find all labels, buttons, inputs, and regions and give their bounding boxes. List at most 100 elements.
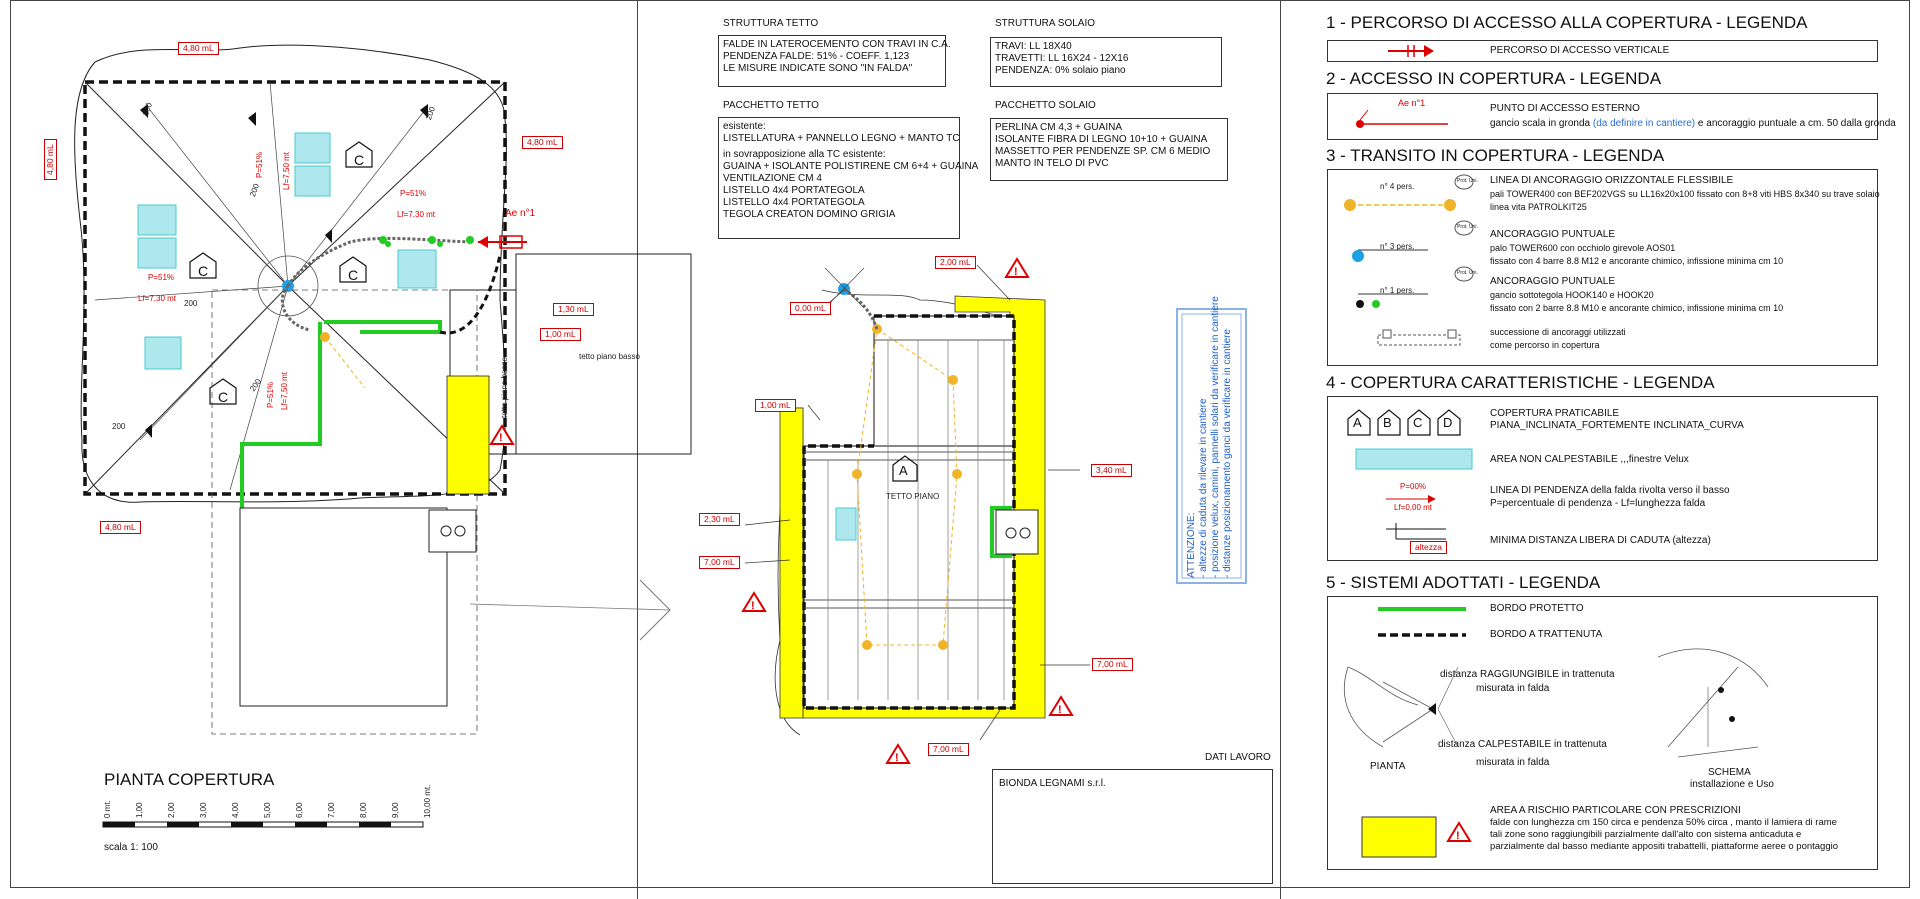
slope-lf-2: Lf=7,30 mt — [397, 210, 436, 219]
pacchetto-tetto-line: LISTELLO 4x4 PORTATEGOLA — [723, 197, 865, 208]
company-name: BIONDA LEGNAMI s.r.l. — [999, 778, 1106, 789]
legend-3-item3-l2: gancio sottotegola HOOK140 e HOOK20 — [1490, 290, 1654, 300]
struttura-tetto-line: LE MISURE INDICATE SONO "IN FALDA" — [723, 63, 913, 74]
legend-5-bordo-trattenuta: BORDO A TRATTENUTA — [1490, 629, 1603, 640]
struttura-tetto-line: FALDE IN LATEROCEMENTO CON TRAVI IN C.A. — [723, 39, 951, 50]
pacchetto-tetto-line: GUAINA + ISOLANTE POLISTIRENE CM 6+4 + G… — [723, 161, 979, 172]
legend-3-item2-l1: ANCORAGGIO PUNTUALE — [1490, 229, 1616, 240]
legend-5-d2b: misurata in falda — [1476, 757, 1550, 768]
legend-4-l2: PIANA_INCLINATA_FORTEMENTE INCLINATA_CUR… — [1490, 420, 1744, 431]
pacchetto-tetto-title: PACCHETTO TETTO — [723, 100, 819, 111]
legend-5-risk4: parzialmente dal basso mediante appositi… — [1490, 841, 1839, 852]
mid-dim-700-right: 7,00 mL — [1092, 658, 1133, 671]
legend-5-symbols: ! — [1343, 607, 1769, 858]
roof-type-b: B — [1383, 415, 1392, 430]
mid-dim-700-bottom: 7,00 mL — [928, 743, 969, 756]
roof-letter-a: A — [899, 463, 908, 478]
legend-3-symbols — [1344, 199, 1461, 346]
access-point-icon — [1356, 109, 1448, 128]
legend-2-title: 2 - ACCESSO IN COPERTURA - LEGENDA — [1326, 69, 1662, 88]
legend-1-text: PERCORSO DI ACCESSO VERTICALE — [1490, 45, 1670, 56]
struttura-solaio-line: TRAVETTI: LL 16X24 - 12X16 — [995, 53, 1129, 64]
pacchetto-solaio-box: PERLINA CM 4,3 + GUAINA ISOLANTE FIBRA D… — [990, 118, 1228, 181]
legend-5-title: 5 - SISTEMI ADOTTATI - LEGENDA — [1326, 573, 1601, 592]
legend-5-schema: SCHEMA — [1708, 767, 1751, 778]
struttura-solaio-line: PENDENZA: 0% solaio piano — [995, 65, 1126, 76]
legend-4-symbols — [1347, 409, 1473, 540]
legend-3-badge-1: Prot. Uni. — [1457, 178, 1478, 184]
legend-2-line2a: gancio scala in gronda — [1490, 118, 1591, 129]
legend-3-item4-l1: successione di ancoraggi utilizzati — [1490, 327, 1626, 337]
roof-type-d: D — [1443, 415, 1453, 430]
attenzione-note: ATTENZIONE: - altezze di caduta da rilev… — [1186, 296, 1234, 578]
dim-bottom: 4,80 mL — [100, 521, 141, 534]
legend-5-box: ! BORDO PROTETTO BORDO A TRATTENUTA dist… — [1327, 596, 1878, 870]
legend-4-l1: COPERTURA PRATICABILE — [1490, 408, 1620, 419]
svg-text:!: ! — [499, 432, 503, 444]
dim-100: 1,00 mL — [540, 328, 581, 341]
legend-5-pianta: PIANTA — [1370, 761, 1406, 772]
struttura-solaio-title: STRUTTURA SOLAIO — [995, 18, 1096, 29]
legend-2-line1: PUNTO DI ACCESSO ESTERNO — [1490, 103, 1640, 114]
legend-3-item2-l3: fissato con 4 barre 8.8 M12 e ancorante … — [1490, 256, 1784, 266]
mid-dim-700-left: 7,00 mL — [699, 556, 740, 569]
separator-right — [1280, 0, 1281, 899]
mid-dim-340: 3,40 mL — [1091, 464, 1132, 477]
attenzione-line: ATTENZIONE: — [1186, 512, 1197, 578]
legend-3-item1-l3: linea vita PATROLKIT25 — [1490, 202, 1587, 212]
legend-4-velux: AREA NON CALPESTABILE ,,,finestre Velux — [1490, 454, 1689, 465]
measure-200-f: 200 — [184, 299, 198, 308]
legend-3-count-2: n° 3 pers. — [1380, 242, 1415, 251]
legend-2-line2: gancio scala in gronda (da definire in c… — [1490, 118, 1896, 130]
attenzione-line: - posizione velux, camini, pannelli sola… — [1210, 296, 1221, 578]
legend-3-item3-l3: fissato con 2 barre 8.8 M10 e ancorante … — [1490, 303, 1784, 313]
legend-5-d2: distanza CALPESTABILE in trattenuta — [1438, 739, 1607, 750]
pacchetto-tetto-line: LISTELLATURA + PANNELLO LEGNO + MANTO TC — [723, 133, 960, 144]
legend-3-title: 3 - TRANSITO IN COPERTURA - LEGENDA — [1326, 146, 1665, 165]
svg-text:!: ! — [1014, 266, 1018, 278]
legend-5-bordo-protetto: BORDO PROTETTO — [1490, 603, 1584, 614]
struttura-solaio-line: TRAVI: LL 18X40 — [995, 41, 1072, 52]
svg-text:C: C — [348, 267, 358, 283]
pacchetto-tetto-line: esistente: — [723, 121, 766, 132]
legend-5-d1b: misurata in falda — [1476, 683, 1550, 694]
roof-type-a: A — [1353, 415, 1362, 430]
svg-text:!: ! — [1058, 704, 1062, 716]
pacchetto-solaio-line: MASSETTO PER PENDENZE SP. CM 6 MEDIO — [995, 146, 1211, 157]
measure-200-c: 200 — [112, 422, 126, 431]
attenzione-line: - altezze di caduta da rilevare in canti… — [1198, 398, 1209, 578]
legend-4-p: P=00% — [1400, 482, 1427, 491]
legend-4-pend2: P=percentuale di pendenza - Lf=lunghezza… — [1490, 498, 1706, 509]
pacchetto-solaio-line: PERLINA CM 4,3 + GUAINA — [995, 122, 1122, 133]
legend-4-dist: MINIMA DISTANZA LIBERA DI CADUTA (altezz… — [1490, 535, 1711, 546]
dati-lavoro-box: BIONDA LEGNAMI s.r.l. — [992, 769, 1273, 884]
legend-3-item2-l2: palo TOWER600 con occhiolo girevole AOS0… — [1490, 243, 1676, 253]
svg-text:!: ! — [1456, 830, 1460, 842]
mid-dim-000: 0,00 mL — [790, 302, 831, 315]
dim-right: 4,80 mL — [522, 136, 563, 149]
slope-p-3: P=51% — [148, 273, 175, 282]
pacchetto-tetto-line: VENTILAZIONE CM 4 — [723, 173, 822, 184]
legend-4-lf: Lf=0,00 mt — [1394, 503, 1433, 512]
legend-4-pend1: LINEA DI PENDENZA della falda rivolta ve… — [1490, 485, 1730, 496]
legend-5-risk2: falde con lunghezza cm 150 circa e pende… — [1490, 817, 1837, 828]
pacchetto-tetto-box: esistente: LISTELLATURA + PANNELLO LEGNO… — [718, 117, 979, 239]
legend-3-badge-3: Prot. Uni. — [1457, 270, 1478, 276]
pacchetto-tetto-line: LISTELLO 4x4 PORTATEGOLA — [723, 185, 865, 196]
mid-dim-200: 2,00 mL — [935, 256, 976, 269]
tetto-piano-label: TETTO PIANO — [886, 492, 940, 501]
struttura-tetto-title: STRUTTURA TETTO — [723, 18, 819, 29]
legend-5-schema2: installazione e Uso — [1690, 779, 1774, 790]
struttura-tetto-line: PENDENZA FALDE: 51% - COEFF. 1,123 — [723, 51, 910, 62]
attenzione-line: - distanze posizionamento ganci da verif… — [1222, 328, 1233, 578]
low-roof-label: tetto piano basso — [579, 352, 640, 361]
separator-left — [637, 0, 638, 899]
pacchetto-tetto-line: TEGOLA CREATON DOMINO GRIGIA — [723, 209, 896, 220]
legend-1-title: 1 - PERCORSO DI ACCESSO ALLA COPERTURA -… — [1326, 13, 1808, 32]
prot-uni-badges — [1454, 174, 1474, 282]
dim-top: 4,80 mL — [178, 42, 219, 55]
legend-3-badge-2: Prot. Uni. — [1457, 224, 1478, 230]
legend-3-count-1: n° 4 pers. — [1380, 182, 1415, 191]
legend-3-item1-l1: LINEA DI ANCORAGGIO ORIZZONTALE FLESSIBI… — [1490, 175, 1734, 186]
slope-lf-3: Lf=7,30 mt — [138, 294, 177, 303]
